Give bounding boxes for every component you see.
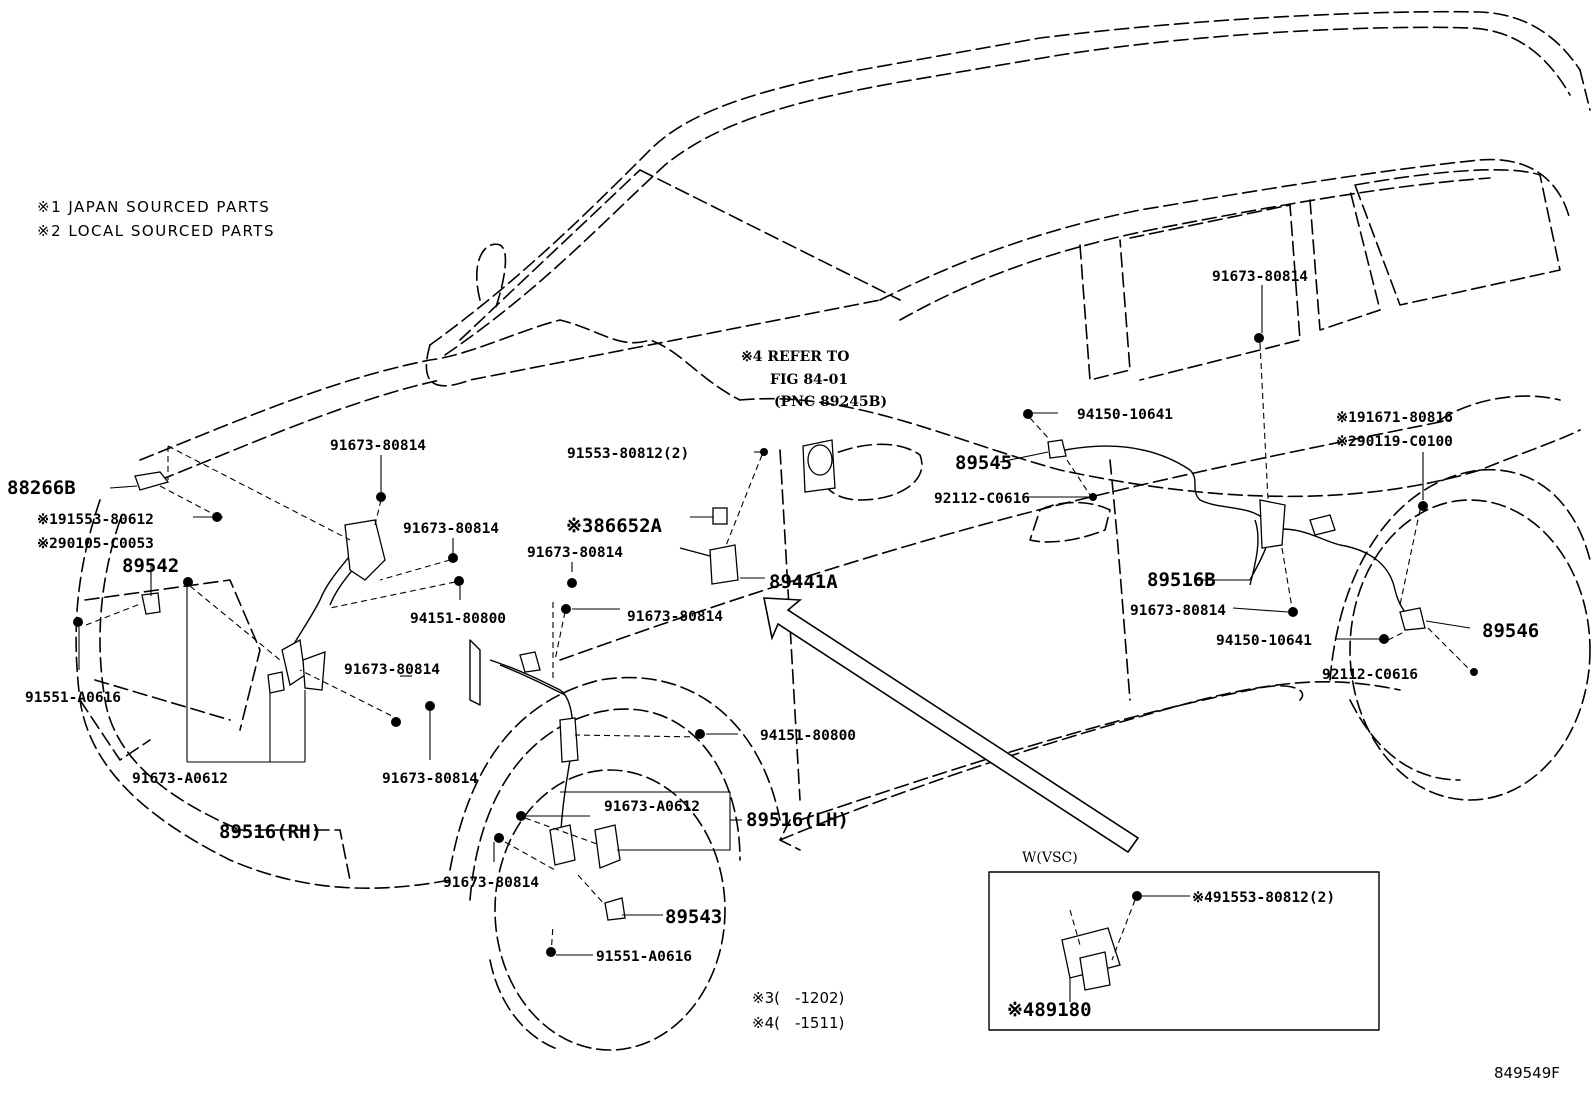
label-94151-80800-a: 94151-80800 — [410, 611, 506, 627]
label-91553-80812: 91553-80812(2) — [567, 446, 689, 462]
label-386652a: ※386652A — [566, 515, 663, 537]
label-88266b: 88266B — [7, 477, 76, 499]
label-91673-80814-top: 91673-80814 — [1212, 269, 1308, 285]
refer-line-3: (PNC 89245B) — [774, 394, 887, 410]
label-89516-lh: 89516(LH) — [746, 809, 849, 831]
inset-w-vsc: W(VSC) ※491553-80812(2) ※489180 — [988, 850, 1380, 1031]
label-89441a: 89441A — [769, 571, 838, 593]
label-191553-80612: ※191553-80612 — [37, 512, 154, 528]
refer-line-2: FIG 84-01 — [770, 372, 848, 388]
label-290119-c0100: ※290119-C0100 — [1336, 434, 1453, 450]
label-89542: 89542 — [122, 555, 179, 577]
label-91673-80814-a: 91673-80814 — [330, 438, 426, 454]
footnote-4: ※4( -1511) — [752, 1014, 844, 1032]
inset-title: W(VSC) — [1022, 850, 1078, 866]
footnote-3: ※3( -1202) — [752, 989, 844, 1007]
part-labels: 88266B ※191553-80612 ※290105-C0053 89542… — [7, 269, 1539, 965]
label-91551-a0616-left: 91551-A0616 — [25, 690, 121, 706]
label-92112-c0616-b: 92112-C0616 — [1322, 667, 1418, 683]
label-89516-rh: 89516(RH) — [219, 821, 322, 843]
leader-lines — [78, 285, 1473, 956]
label-94150-10641-a: 94150-10641 — [1077, 407, 1173, 423]
label-92112-c0616-a: 92112-C0616 — [934, 491, 1030, 507]
label-94151-80800-b: 94151-80800 — [760, 728, 856, 744]
label-89546: 89546 — [1482, 620, 1539, 642]
label-91673-80814-d: 91673-80814 — [382, 771, 478, 787]
label-91673-80814-e: 91673-80814 — [527, 545, 623, 561]
note-japan-sourced: ※1 JAPAN SOURCED PARTS — [37, 198, 270, 216]
label-91673-80814-b: 91673-80814 — [403, 521, 499, 537]
label-89543: 89543 — [665, 906, 722, 928]
label-91551-a0616-mid: 91551-A0616 — [596, 949, 692, 965]
label-290105-c0053: ※290105-C0053 — [37, 536, 154, 552]
label-91673-a0612-left: 91673-A0612 — [132, 771, 228, 787]
refer-callout: ※4 REFER TO FIG 84-01 (PNC 89245B) — [741, 349, 887, 410]
label-89516b: 89516B — [1147, 569, 1216, 591]
label-91673-80814-h: 91673-80814 — [443, 875, 539, 891]
figure-code: 849549F — [1494, 1064, 1560, 1082]
label-91673-80814-f: 91673-80814 — [627, 609, 723, 625]
parts-shapes — [73, 333, 1478, 957]
refer-line-1: ※4 REFER TO — [741, 349, 849, 365]
notes: ※1 JAPAN SOURCED PARTS ※2 LOCAL SOURCED … — [37, 198, 275, 240]
inset-part-label: ※489180 — [1007, 999, 1092, 1021]
inset-frame — [988, 871, 1380, 1031]
label-94150-10641-b: 94150-10641 — [1216, 633, 1312, 649]
label-91673-80814-c: 91673-80814 — [344, 662, 440, 678]
inset-bolt-label: ※491553-80812(2) — [1192, 890, 1335, 906]
footnotes: ※3( -1202) ※4( -1511) — [752, 989, 844, 1032]
note-local-sourced: ※2 LOCAL SOURCED PARTS — [37, 222, 275, 240]
vehicle-outline — [75, 10, 1591, 1051]
label-91673-80814-r: 91673-80814 — [1130, 603, 1226, 619]
label-91673-a0612-mid: 91673-A0612 — [604, 799, 700, 815]
bolt-markers — [183, 333, 1478, 957]
label-89545: 89545 — [955, 452, 1012, 474]
label-191671-80816: ※191671-80816 — [1336, 410, 1453, 426]
